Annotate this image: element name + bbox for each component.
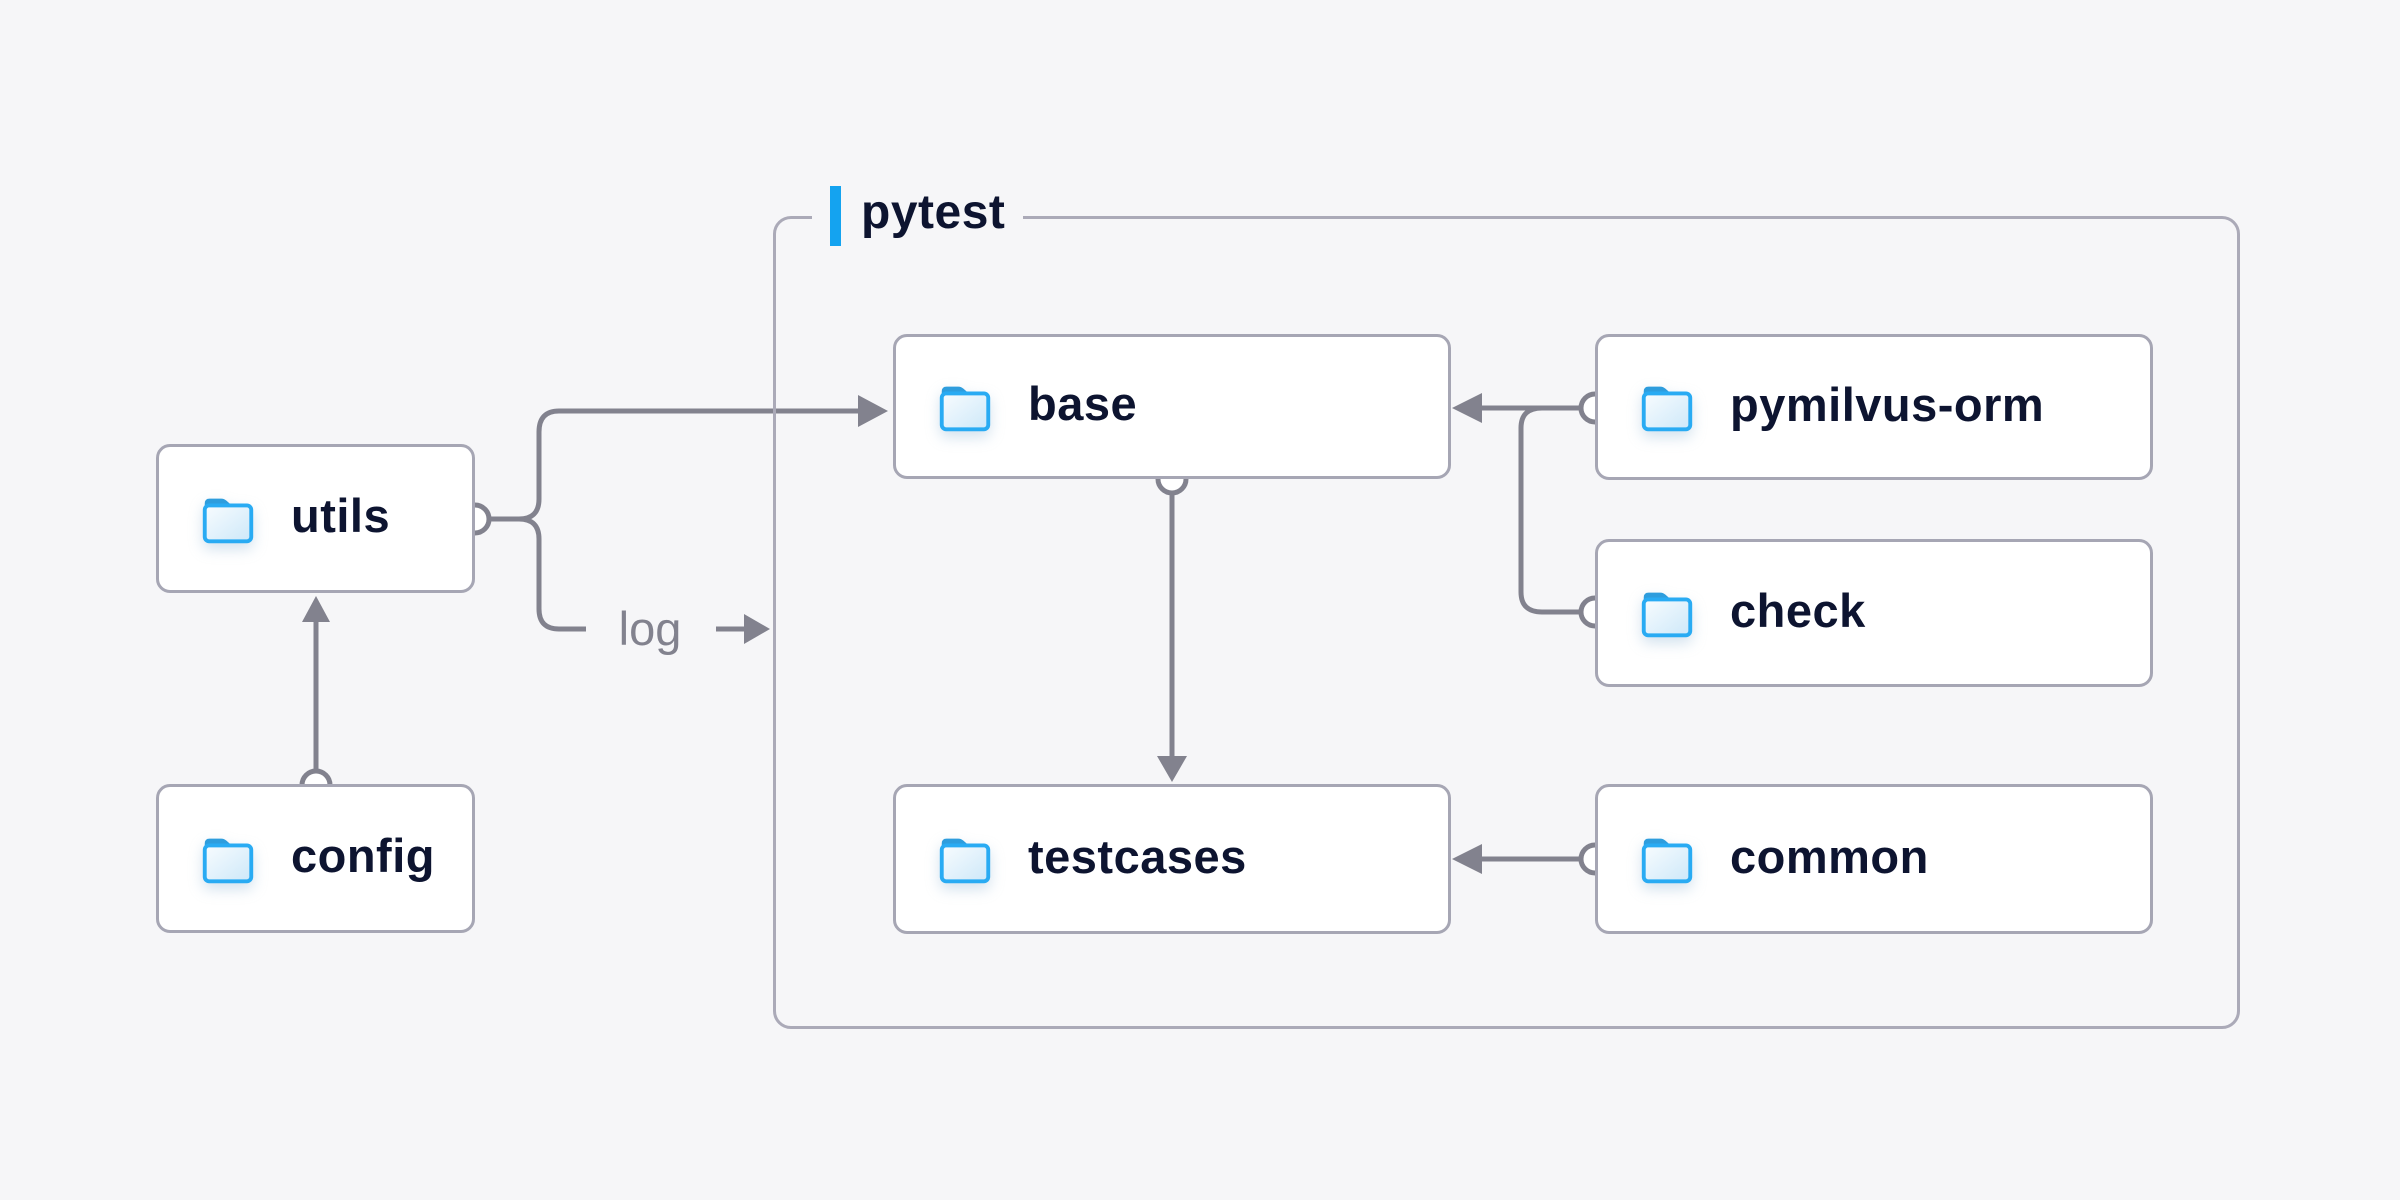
node-label: utils [291, 489, 391, 542]
node-label: common [1730, 829, 1929, 883]
folder-icon [934, 832, 996, 886]
node-label: pymilvus-orm [1730, 377, 2045, 431]
node-base: base [893, 334, 1451, 479]
node-check: check [1595, 539, 2153, 687]
folder-icon [197, 832, 259, 886]
folder-icon [1636, 380, 1698, 434]
node-utils: utils [156, 444, 475, 593]
node-config: config [156, 784, 475, 933]
node-testcases: testcases [893, 784, 1451, 934]
log-edge-label: log [618, 602, 682, 655]
folder-icon [1636, 586, 1698, 640]
arrow-right-icon [744, 614, 770, 644]
node-label: check [1730, 583, 1866, 637]
arrow-up-icon [302, 596, 330, 622]
accent-bar [830, 186, 841, 246]
node-common: common [1595, 784, 2153, 934]
node-label: config [291, 829, 435, 882]
folder-icon [1636, 832, 1698, 886]
pytest-group-label: pytest [812, 184, 1024, 248]
edge-utils-log-line [518, 516, 586, 632]
group-title: pytest [861, 186, 1006, 239]
node-label: testcases [1028, 829, 1247, 883]
folder-icon [197, 492, 259, 546]
node-label: base [1028, 377, 1138, 430]
folder-icon [934, 380, 996, 434]
pytest-group-box [773, 216, 2240, 1029]
node-pymilvus-orm: pymilvus-orm [1595, 334, 2153, 480]
